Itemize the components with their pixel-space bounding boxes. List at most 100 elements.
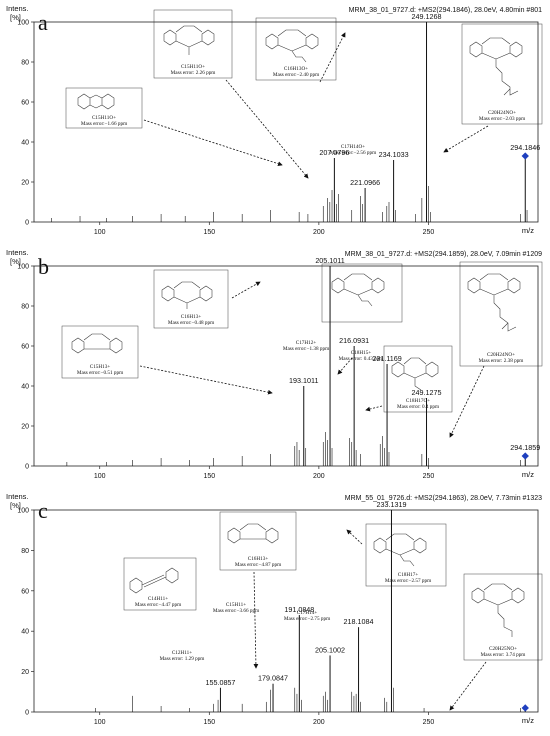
y-tick-label: 20 — [21, 424, 29, 431]
x-axis-label: m/z — [522, 470, 534, 479]
structure-annotation: C18H17O+ Mass error: 0.4 ppm — [383, 345, 453, 413]
peak-label: 221.0966 — [350, 178, 380, 187]
run-header: MRM_38_01_9727.d: +MS2(294.1859), 28.0eV… — [345, 251, 542, 258]
annotation-error: Mass error: 2.26 ppm — [171, 70, 216, 76]
annotation-formula: C17H12+ — [296, 340, 317, 346]
y-tick-label: 40 — [21, 140, 29, 147]
annotation-arrows — [139, 281, 485, 438]
structure-annotation: C18H17+ Mass error:−2.57 ppm — [365, 523, 447, 587]
y-tick-label: 20 — [21, 669, 29, 676]
y-tick-label: 0 — [25, 220, 29, 227]
peak-label: 216.0931 — [339, 336, 369, 345]
structure-annotation: C15H11O+ Mass error:−1.66 ppm — [65, 87, 143, 129]
panel-b: Intens. [%] b MRM_38_01_9727.d: +MS2(294… — [4, 246, 546, 486]
peak-label: 205.1002 — [315, 645, 345, 654]
y-tick-label: 60 — [21, 100, 29, 107]
x-tick-label: 100 — [94, 229, 106, 236]
annotation-formula: C15H11O+ — [181, 64, 205, 70]
x-axis-label: m/z — [522, 226, 534, 235]
annotation-formula: C16H13+ — [248, 556, 269, 562]
peak-label: 294.1846 — [510, 143, 540, 152]
annotation-formula: C20H24NO+ — [487, 352, 515, 358]
annotation-arrows — [253, 529, 487, 711]
annotation-formula: C18H17+ — [398, 572, 419, 578]
structure-annotation: C20H25NO+ Mass error: 3.74 ppm — [463, 573, 543, 661]
y-tick-label: 60 — [21, 588, 29, 595]
annotation-error: Mass error: 1.29 ppm — [160, 656, 205, 662]
spectrum-chart-a: Intens. [%] a MRM_38_01_9727.d: +MS2(294… — [6, 4, 543, 236]
panel-letter: c — [38, 498, 48, 523]
annotation-formula: C18H17O+ — [406, 398, 430, 404]
panel-a: Intens. [%] a MRM_38_01_9727.d: +MS2(294… — [4, 2, 546, 242]
peak-label: 193.1011 — [289, 376, 318, 385]
structure-annotation — [321, 263, 403, 323]
panel-letter: a — [38, 10, 48, 35]
y-tick-label: 100 — [17, 508, 29, 515]
annotation-error: Mass error:−2.56 ppm — [330, 150, 376, 156]
y-tick-label: 100 — [17, 264, 29, 271]
annotation-formula: C14H11+ — [148, 596, 168, 602]
spectrum-chart-c: Intens. [%] c MRM_55_01_9726.d: +MS2(294… — [6, 492, 543, 726]
x-tick-label: 150 — [203, 473, 215, 480]
structure-annotation: C14H11+ Mass error:−4.47 ppm — [123, 557, 197, 611]
annotation-label: C17H12+ Mass error:−1.38 ppm C18H15+ Mas… — [283, 340, 383, 362]
precursor-marker — [521, 152, 529, 160]
annotation-label: C12H11+ Mass error: 1.29 ppm C15H11+ Mas… — [160, 602, 330, 662]
peak-label: 234.1033 — [379, 150, 409, 159]
peak-label: 218.1084 — [344, 617, 374, 626]
annotation-error: Mass error:−0.51 ppm — [77, 370, 123, 376]
y-tick-label: 80 — [21, 304, 29, 311]
annotation-formula: C15H11O+ — [92, 115, 116, 121]
y-tick-label: 100 — [17, 20, 29, 27]
y-title-2: [%] — [10, 13, 21, 22]
x-tick-label: 250 — [423, 473, 435, 480]
annotation-error: Mass error: 3.74 ppm — [481, 652, 526, 658]
annotation-error: Mass error: 2.38 ppm — [479, 358, 524, 364]
y-title-2: [%] — [10, 257, 21, 266]
peak-label: 231.1169 — [372, 354, 401, 363]
structure-annotation: C16H13O+ Mass error:−2.40 ppm — [255, 17, 337, 81]
annotation-formula: C16H13O+ — [284, 66, 308, 72]
annotation-error: Mass error:−2.57 ppm — [385, 578, 431, 584]
annotation-formula: C12H11+ — [172, 650, 192, 656]
y-tick-label: 80 — [21, 60, 29, 67]
y-tick-label: 40 — [21, 384, 29, 391]
annotation-error: Mass error:−3.66 ppm — [213, 608, 259, 614]
annotation-formula: C20H25NO+ — [489, 646, 517, 652]
structure-annotation: C20H24NO+ Mass error: 2.38 ppm — [459, 261, 543, 367]
x-tick-label: 100 — [94, 719, 106, 726]
precursor-marker — [521, 452, 529, 460]
plot-frame — [33, 509, 539, 713]
annotation-formula: C17H14O+ — [341, 144, 365, 150]
structure-annotation: C15H11O+ Mass error: 2.26 ppm — [153, 9, 233, 79]
run-header: MRM_55_01_9726.d: +MS2(294.1863), 28.0eV… — [345, 495, 542, 502]
annotation-error: Mass error:−0.48 ppm — [168, 320, 214, 326]
annotation-error: Mass error: 0.43 ppm — [339, 356, 384, 362]
peak-label: 207.0796 — [319, 148, 349, 157]
structure-annotation: C15H13+ Mass error:−0.51 ppm — [61, 325, 139, 379]
y-title-2: [%] — [10, 501, 21, 510]
panel-c: Intens. [%] c MRM_55_01_9726.d: +MS2(294… — [4, 490, 546, 732]
x-tick-label: 200 — [313, 719, 325, 726]
annotation-formula: C20H24NO+ — [488, 110, 516, 116]
x-tick-label: 250 — [423, 719, 435, 726]
plot-frame — [33, 265, 539, 467]
y-tick-label: 60 — [21, 344, 29, 351]
y-title-1: Intens. — [6, 4, 29, 13]
annotation-error: Mass error:−4.47 ppm — [135, 602, 181, 608]
annotation-formula: C17H14+ — [297, 610, 318, 616]
plot-frame — [33, 21, 539, 223]
y-tick-label: 40 — [21, 629, 29, 636]
peak-label: 233.1319 — [376, 500, 406, 509]
annotation-formula: C15H13+ — [90, 364, 111, 370]
peak-label: 179.0847 — [258, 674, 288, 683]
run-header: MRM_38_01_9727.d: +MS2(294.1846), 28.0eV… — [349, 7, 542, 14]
x-tick-label: 100 — [94, 473, 106, 480]
structure-annotation: C16H13+ Mass error:−0.48 ppm — [153, 269, 229, 329]
x-tick-label: 250 — [423, 229, 435, 236]
x-axis-label: m/z — [522, 716, 534, 725]
structure-annotation: C16H13+ Mass error:−4.87 ppm — [219, 511, 297, 571]
x-tick-label: 150 — [203, 719, 215, 726]
annotation-error: Mass error:−2.03 ppm — [479, 116, 525, 122]
y-tick-label: 20 — [21, 180, 29, 187]
